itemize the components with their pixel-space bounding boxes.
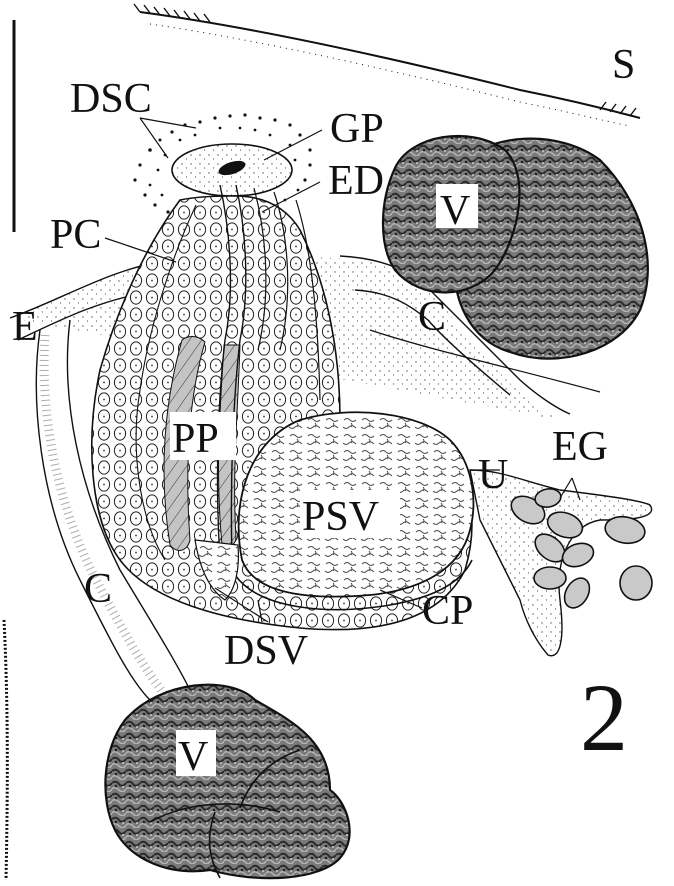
label-s: S	[612, 42, 635, 88]
label-pc: PC	[50, 212, 101, 258]
genital-pore	[172, 144, 292, 196]
label-pp: PP	[172, 416, 219, 462]
vitellarium-lower	[105, 685, 349, 878]
label-cp: CP	[422, 588, 473, 634]
label-psv: PSV	[302, 494, 379, 540]
label-v-upper: V	[440, 188, 470, 234]
label-gp: GP	[330, 106, 384, 152]
label-ed: ED	[328, 158, 384, 204]
label-dsv: DSV	[224, 628, 308, 674]
label-eg: EG	[552, 424, 608, 470]
label-v-lower: V	[178, 734, 208, 780]
label-c-right: C	[418, 294, 446, 340]
label-dsc: DSC	[70, 76, 152, 122]
left-body-edge	[4, 620, 7, 880]
label-e: E	[12, 304, 38, 350]
panel-number: 2	[580, 664, 628, 771]
body-surface	[134, 4, 640, 126]
label-c-left: C	[84, 566, 112, 612]
label-u: U	[478, 452, 508, 498]
